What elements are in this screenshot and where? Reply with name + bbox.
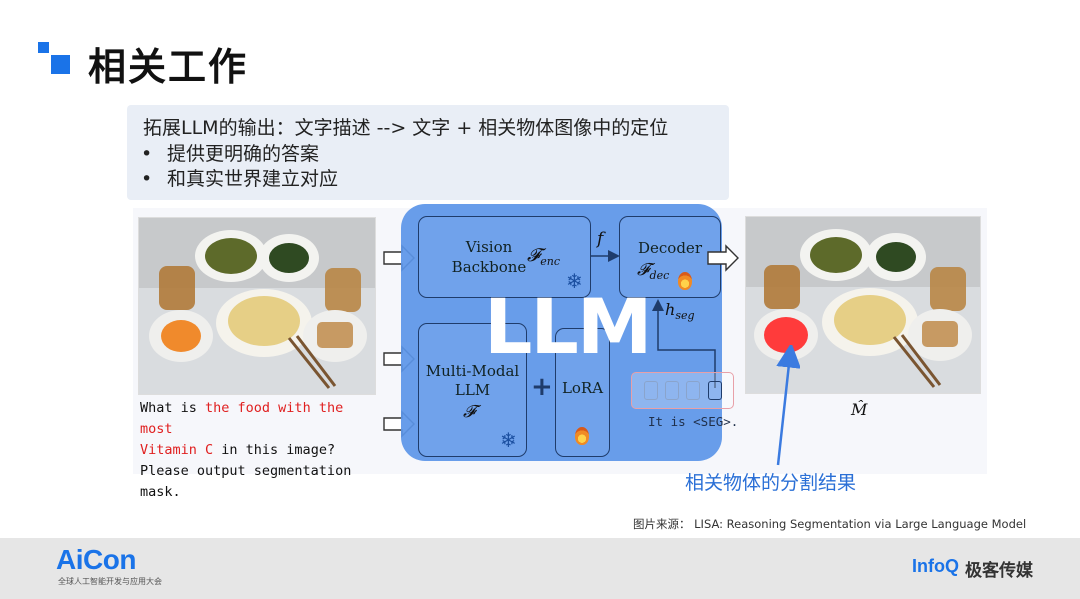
title-decoration-icon	[38, 42, 70, 74]
arrow-icon	[707, 244, 739, 272]
f-label: 𝓕	[463, 402, 476, 422]
question-highlight: Vitamin C	[140, 442, 214, 458]
footer-bar	[0, 538, 1080, 599]
output-text: It is <SEG>.	[648, 414, 739, 429]
bullet-text: 提供更明确的答案	[167, 143, 320, 165]
question-highlight: the food with the most	[140, 400, 344, 437]
seg-token-icon	[708, 381, 722, 400]
output-arrow	[707, 244, 739, 272]
callout-line: 拓展LLM的输出：文字描述 --> 文字 + 相关物体图像中的定位	[143, 117, 669, 139]
bullet-text: 和真实世界建立对应	[167, 168, 339, 190]
plus-icon: +	[531, 372, 553, 402]
snowflake-icon: ❄	[566, 269, 583, 293]
vision-backbone-label: Vision	[465, 238, 513, 256]
question-text: in this image? Please output segmentatio…	[140, 442, 352, 500]
flame-icon	[678, 272, 692, 290]
question-text: What is	[140, 400, 206, 416]
token-icon	[644, 381, 658, 400]
aicon-logo: AiCon	[56, 544, 136, 575]
decoder-box: Decoder 𝓕dec	[619, 216, 721, 298]
infoq-media-label: 极客传媒	[965, 561, 1033, 581]
input-food-image	[138, 217, 376, 395]
f-enc-label: 𝓕enc	[527, 245, 561, 268]
bullet-icon: •	[141, 143, 153, 165]
bullet-icon: •	[141, 168, 153, 190]
multimodal-llm-label: Multi-Modal	[425, 362, 520, 380]
f-edge-label: f	[597, 229, 604, 249]
decoder-label: Decoder	[638, 239, 702, 257]
f-dec-label: 𝓕dec	[637, 260, 670, 282]
output-token-strip	[631, 372, 734, 409]
token-icon	[686, 381, 700, 400]
lora-box: LoRA	[555, 328, 610, 457]
llm-label: LLM	[484, 282, 652, 371]
annotation-arrow	[776, 345, 800, 466]
segmentation-annotation: 相关物体的分割结果	[685, 472, 857, 494]
infoq-logo: InfoQ	[912, 556, 959, 576]
multimodal-llm-box: Multi-Modal LLM 𝓕 ❄	[418, 323, 527, 457]
flame-icon	[575, 427, 589, 445]
page-title: 相关工作	[88, 45, 249, 89]
internal-arrows	[590, 250, 716, 388]
callout-bullet-item: • 和真实世界建立对应	[141, 164, 338, 191]
mask-label: M̂	[851, 400, 868, 419]
snowflake-icon: ❄	[500, 428, 517, 452]
aicon-tagline: 全球人工智能开发与应用大会	[58, 577, 162, 586]
image-source-caption: 图片来源： LISA: Reasoning Segmentation via L…	[633, 517, 1027, 531]
callout-bullet-item: • 提供更明确的答案	[141, 139, 319, 166]
vision-backbone-box: Vision Backbone 𝓕enc ❄	[418, 216, 591, 298]
vision-backbone-label: Backbone	[451, 258, 527, 276]
multimodal-llm-label: LLM	[454, 381, 491, 399]
summary-callout: 拓展LLM的输出：文字描述 --> 文字 + 相关物体图像中的定位 • 提供更明确…	[127, 105, 729, 200]
h-seg-label: hseg	[665, 300, 695, 322]
lora-label: LoRA	[561, 379, 604, 397]
token-icon	[665, 381, 679, 400]
